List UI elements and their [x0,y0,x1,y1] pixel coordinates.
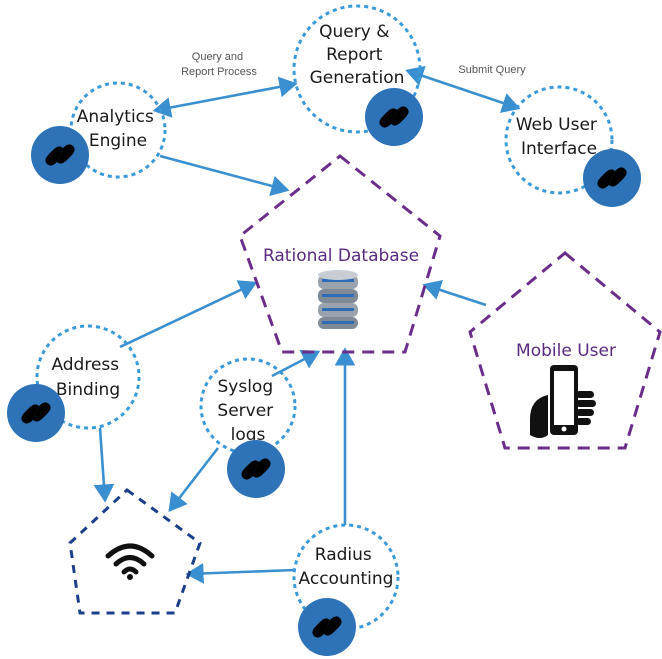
node-wifi[interactable] [68,488,202,615]
node-syslog-server-logs[interactable]: Syslog Server logs [199,357,297,498]
edge-analytics-database [159,154,290,197]
node-radius-label: Radius Accounting [299,545,394,589]
edge-syslog-wifi [168,447,220,513]
node-radius-accounting[interactable]: Radius Accounting [292,523,400,656]
edge-label-submit-query: Submit Query [458,64,526,76]
node-address-binding[interactable]: Address Binding [7,324,141,442]
wifi-icon [105,543,155,580]
node-syslog-label: Syslog Server logs [217,377,278,445]
link-icon[interactable] [365,88,423,146]
link-icon[interactable] [227,440,285,498]
node-analytics-engine[interactable]: Analytics Engine [31,81,167,184]
node-web-user-label: Web User Interface [516,115,603,159]
node-database-label: Rational Database [263,246,419,266]
node-rational-database[interactable]: Rational Database [238,154,442,354]
edge-address-database [119,280,258,349]
node-query-report[interactable]: Query & Report Generation [292,4,423,146]
node-analytics-label: Analytics Engine [77,107,160,151]
edge-query-webuser [405,65,521,113]
edge-radius-wifi [185,563,296,584]
edge-analytics-query [152,76,298,118]
mobile-hand-icon [530,365,596,438]
node-address-label: Address Binding [51,355,124,400]
link-icon[interactable] [31,126,89,184]
database-icon [318,270,358,329]
edge-mobile-database [422,279,487,307]
link-icon[interactable] [583,149,641,207]
link-icon[interactable] [298,598,356,656]
node-query-report-label: Query & Report Generation [310,22,405,88]
link-icon[interactable] [7,384,65,442]
node-web-user-interface[interactable]: Web User Interface [504,85,641,207]
node-mobile-label: Mobile User [516,341,616,361]
edge-label-query-process: Query and Report Process [181,51,257,78]
edge-address-wifi [93,427,115,503]
edges [93,65,521,584]
node-mobile-user[interactable]: Mobile User [468,251,662,450]
